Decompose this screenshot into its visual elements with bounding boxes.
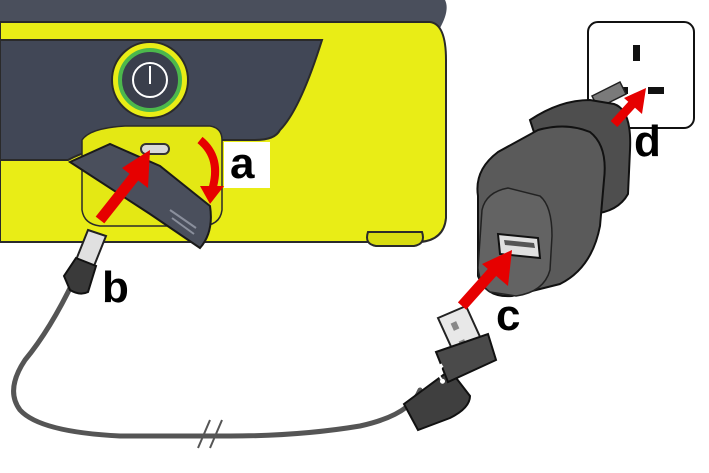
power-button[interactable]	[111, 41, 189, 119]
arrow-c	[457, 250, 512, 310]
wall-socket-icon	[587, 21, 695, 129]
arrow-b	[95, 150, 150, 224]
usb-a-connector	[402, 304, 498, 432]
usb-cable	[11, 228, 498, 449]
device	[0, 0, 447, 250]
step-label-d: d	[634, 117, 661, 166]
arrow-d	[610, 88, 646, 128]
power-icon	[132, 62, 168, 98]
usb-icon	[427, 357, 445, 384]
step-label-b: b	[102, 263, 129, 312]
device-foot	[366, 231, 424, 247]
port-flap	[67, 142, 212, 250]
usb-c-connector	[62, 228, 108, 295]
step-label-c: c	[496, 291, 520, 340]
usb-c-port	[140, 143, 170, 155]
break-mark-icon	[197, 419, 223, 449]
step-label-a: a	[230, 139, 255, 188]
arrow-a	[197, 136, 224, 204]
wall-charger	[476, 80, 632, 298]
label-a-background	[224, 142, 270, 188]
cable-wire	[11, 277, 423, 439]
